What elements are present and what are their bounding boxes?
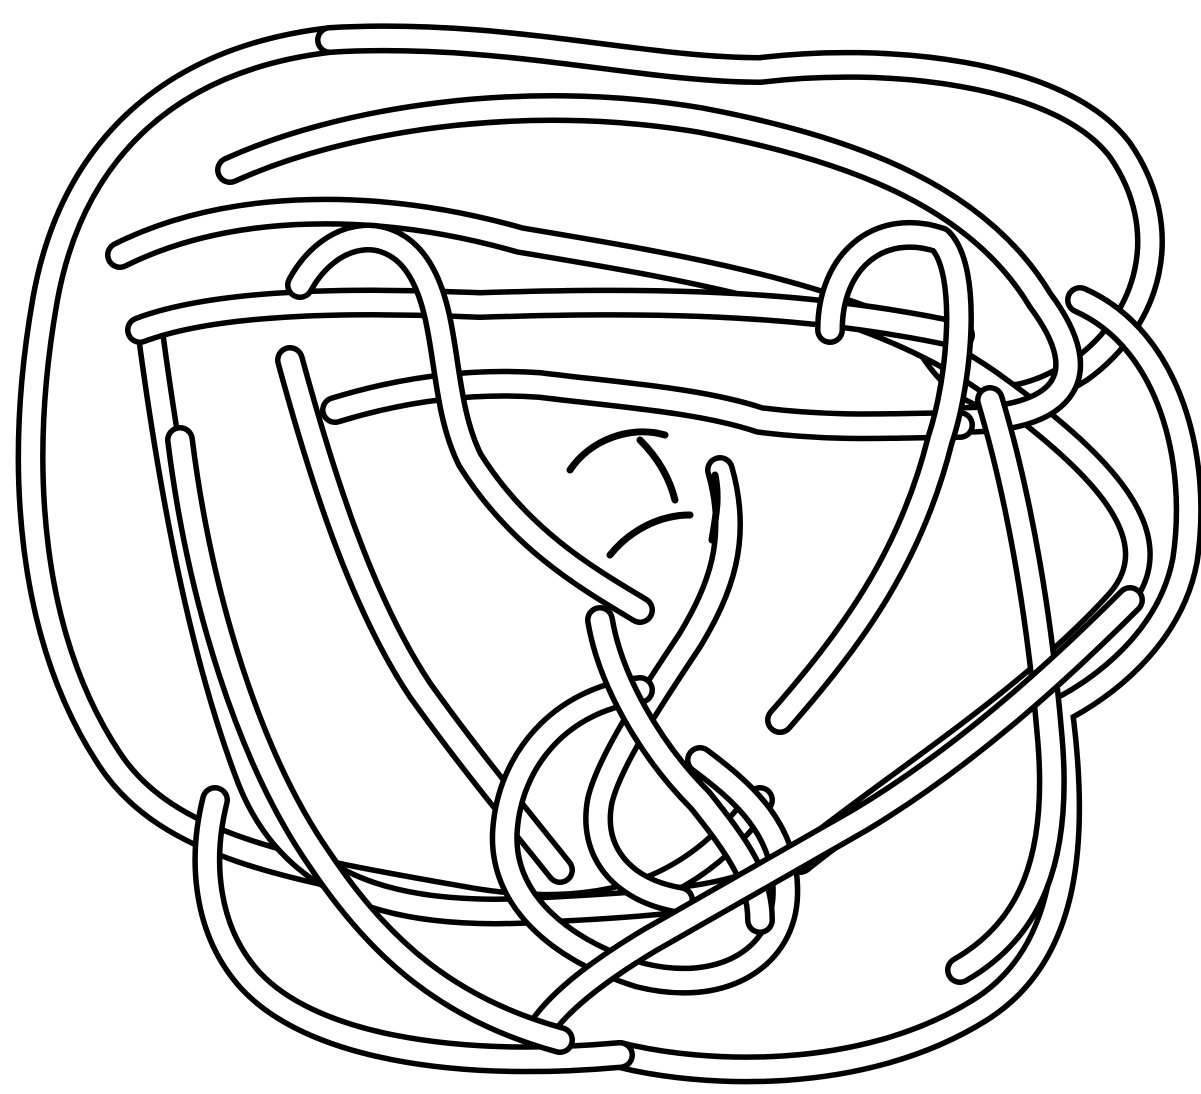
knot-diagram [0,0,1201,1094]
